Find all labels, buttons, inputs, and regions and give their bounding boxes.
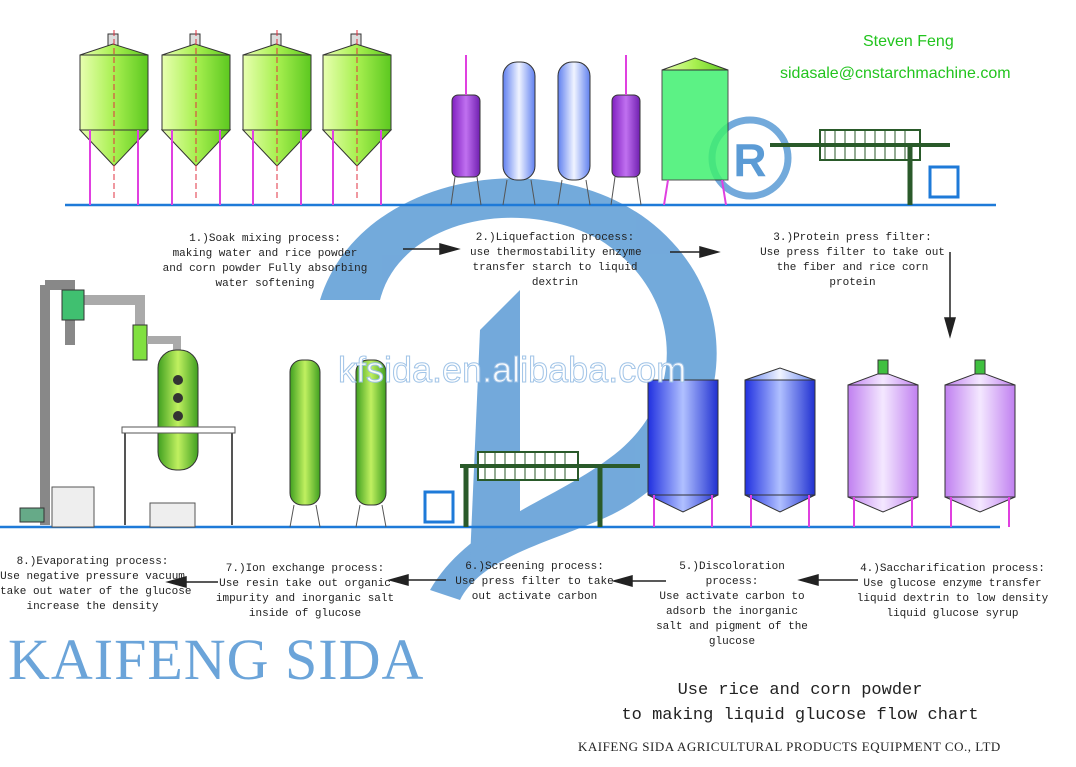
saccharification-tanks: [847, 359, 1016, 527]
step-text: increase the density: [26, 601, 159, 613]
step-8-evaporating: 8.)Evaporating process: Use negative pre…: [0, 555, 192, 615]
step-text: making water and rice powder: [172, 248, 358, 260]
svg-text:R: R: [733, 134, 766, 186]
step-title: 8.)Evaporating process:: [16, 556, 169, 568]
step-text: Use activate carbon to: [659, 591, 805, 603]
step-text: glucose: [708, 636, 756, 648]
soak-silos: [78, 29, 392, 206]
step-title: 2.)Liquefaction process:: [475, 232, 635, 244]
step-text: use thermostability enzyme: [470, 247, 642, 259]
discoloration-tanks: [647, 367, 816, 527]
flow-arrows: [165, 243, 956, 588]
step-text: transfer starch to liquid: [472, 262, 638, 274]
evaporator: [19, 280, 236, 528]
step-text: water softening: [215, 278, 315, 290]
step-title: 5.)Discoloration: [679, 561, 785, 573]
step-text: the fiber and rice corn: [776, 262, 929, 274]
step-text: Use press filter to take out: [760, 247, 945, 259]
step-4-saccharification: 4.)Saccharification process: Use glucose…: [855, 562, 1050, 622]
step-text: take out water of the glucose: [0, 586, 192, 598]
protein-press-filter: [770, 129, 960, 205]
carbon-press-filter: [460, 451, 640, 527]
chart-title-line-1: Use rice and corn powder: [677, 681, 923, 700]
step-text: Use glucose enzyme transfer: [863, 578, 1042, 590]
step-1-soak-mixing: 1.)Soak mixing process: making water and…: [160, 232, 370, 292]
step-text: liquid glucose syrup: [886, 608, 1019, 620]
chart-title-line-2: to making liquid glucose flow chart: [621, 706, 979, 725]
ion-exchange-columns: [289, 359, 455, 528]
step-text: inside of glucose: [248, 608, 362, 620]
step-text: impurity and inorganic salt: [215, 593, 395, 605]
step-text: process:: [705, 576, 759, 588]
contact-name: Steven Feng: [863, 33, 954, 50]
step-text: Use resin take out organic: [219, 578, 391, 590]
step-2-liquefaction: 2.)Liquefaction process: use thermostabi…: [470, 231, 642, 291]
contact-email[interactable]: sidasale@cnstarchmachine.com: [780, 65, 1011, 82]
watermark-brand: KAIFENG SIDA: [8, 627, 425, 692]
step-5-discoloration: 5.)Discoloration process: Use activate c…: [652, 560, 812, 650]
step-7-ion-exchange: 7.)Ion exchange process: Use resin take …: [210, 562, 400, 622]
step-6-screening: 6.)Screening process: Use press filter t…: [452, 560, 617, 605]
step-text: and corn powder Fully absorbing: [162, 263, 368, 275]
step-title: 3.)Protein press filter:: [773, 232, 932, 244]
step-text: protein: [829, 277, 876, 289]
step-text: liquid dextrin to low density: [856, 593, 1049, 605]
step-title: 1.)Soak mixing process:: [189, 233, 341, 245]
step-text: out activate carbon: [471, 591, 598, 603]
step-3-protein-press-filter: 3.)Protein press filter: Use press filte…: [755, 231, 950, 291]
step-title: 4.)Saccharification process:: [860, 563, 1045, 575]
company-name: KAIFENG SIDA AGRICULTURAL PRODUCTS EQUIP…: [578, 739, 1001, 754]
step-text: dextrin: [531, 277, 579, 289]
step-text: Use negative pressure vacuum: [0, 571, 185, 583]
watermark-url: kfsida.en.alibaba.com: [337, 349, 687, 391]
step-text: Use press filter to take: [455, 576, 614, 588]
step-title: 6.)Screening process:: [465, 561, 604, 573]
step-text: salt and pigment of the: [656, 621, 808, 633]
step-text: adsorb the inorganic: [665, 606, 799, 618]
step-title: 7.)Ion exchange process:: [225, 563, 385, 575]
liquefaction-tanks: [450, 55, 729, 206]
